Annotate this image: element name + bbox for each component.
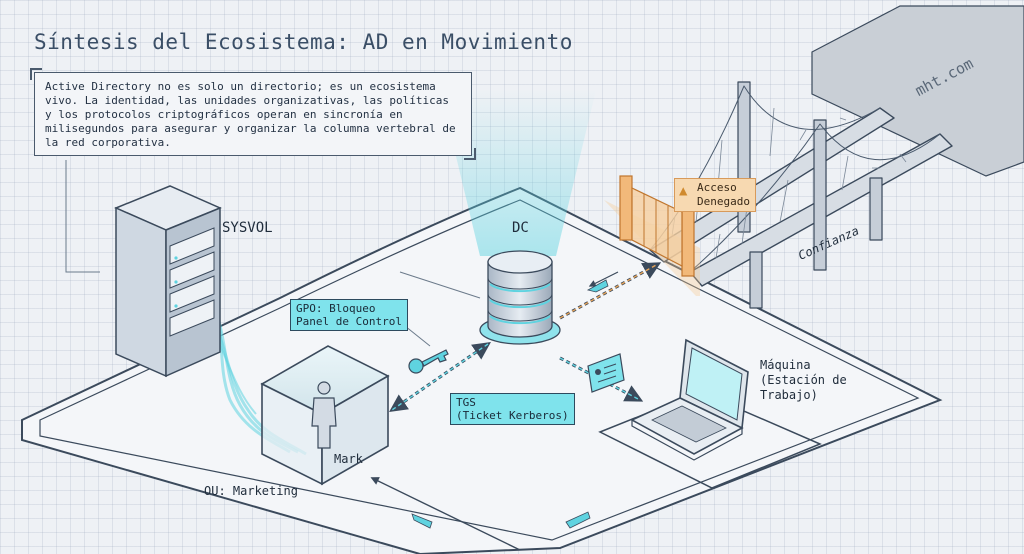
machine-label-line-1: Máquina bbox=[760, 358, 811, 372]
user-label: Mark bbox=[334, 452, 363, 466]
external-domain-slab bbox=[811, 5, 1024, 177]
ou-container bbox=[260, 345, 390, 486]
gpo-callout-line-2: Panel de Control bbox=[296, 315, 402, 328]
sysvol-label: SYSVOL bbox=[222, 220, 273, 236]
id-card-icon bbox=[587, 353, 625, 393]
access-denied-line-1: Acceso bbox=[697, 181, 737, 194]
gpo-callout-line-1: GPO: Bloqueo bbox=[296, 302, 376, 315]
dc-label: DC bbox=[512, 220, 529, 236]
tgs-callout: TGS (Ticket Kerberos) bbox=[450, 393, 575, 425]
server-icon bbox=[114, 185, 222, 378]
gate-icon bbox=[604, 175, 700, 296]
machine-label-line-2: (Estación de bbox=[760, 373, 847, 387]
laptop-icon bbox=[630, 338, 749, 461]
bridge-icon bbox=[649, 81, 953, 309]
gpo-callout: GPO: Bloqueo Panel de Control bbox=[290, 299, 408, 331]
database-icon bbox=[440, 90, 596, 345]
warning-icon: ▲ bbox=[679, 183, 688, 199]
machine-label: Máquina (Estación de Trabajo) bbox=[760, 358, 847, 403]
machine-label-line-3: Trabajo) bbox=[760, 388, 818, 402]
tgs-callout-line-2: (Ticket Kerberos) bbox=[456, 409, 569, 422]
flow-chevrons bbox=[411, 279, 609, 529]
intro-paragraph: Active Directory no es solo un directori… bbox=[30, 68, 476, 160]
tgs-callout-line-1: TGS bbox=[456, 396, 476, 409]
access-denied-callout: ▲ Acceso Denegado bbox=[674, 178, 756, 212]
ou-label: OU: Marketing bbox=[204, 484, 298, 498]
person-icon bbox=[311, 381, 337, 449]
diagram-title: Síntesis del Ecosistema: AD en Movimient… bbox=[34, 30, 573, 54]
access-denied-line-2: Denegado bbox=[697, 195, 750, 208]
key-icon bbox=[408, 349, 449, 374]
